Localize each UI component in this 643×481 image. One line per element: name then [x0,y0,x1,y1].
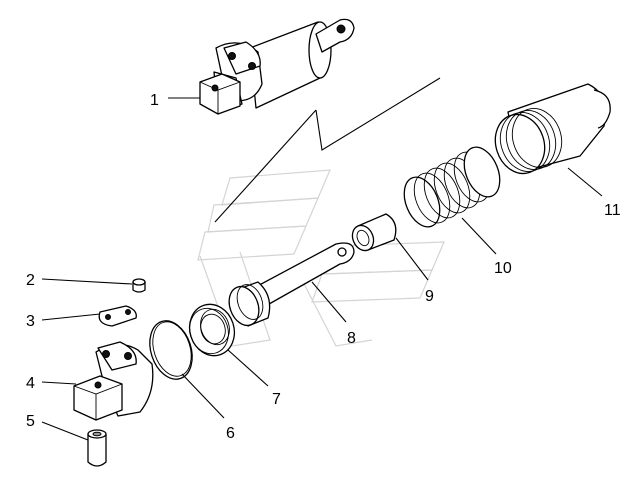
leader-line-6 [181,373,225,419]
part-10-coil-spring [403,146,501,228]
leader-line-8 [311,281,347,323]
leader-line-4 [41,381,77,385]
part-3-link-plate [98,305,137,327]
callout-8: 8 [347,330,356,347]
leader-line-2 [41,278,133,285]
part-4-end-housing [73,341,154,421]
leader-line-10 [461,217,497,255]
callout-9: 9 [425,288,434,305]
part-1-cylinder-assembly [199,18,355,115]
callout-labels: 1 2 3 4 5 6 7 8 9 10 11 [26,92,621,442]
callout-7: 7 [272,391,281,408]
part-11-outer-sleeve [494,83,611,175]
watermark-logo [197,169,445,347]
leader-line-7 [227,349,269,387]
callout-11: 11 [604,202,621,219]
callout-1: 1 [150,92,159,109]
leader-lines [41,97,603,441]
part-5-tube [87,429,107,467]
part-7-seal-ring [188,303,236,357]
leader-line-5 [41,421,89,441]
assembly-guide-line [214,77,441,223]
callout-6: 6 [226,425,235,442]
callout-3: 3 [26,313,35,330]
callout-2: 2 [26,272,35,289]
part-9-bushing [351,213,397,252]
part-6-o-ring [149,320,193,380]
part-8-piston-rod [228,242,355,327]
leader-line-3 [41,313,101,321]
callout-4: 4 [26,375,35,392]
part-2-pin [132,278,146,293]
leader-line-9 [395,237,429,281]
callout-10: 10 [494,260,512,277]
callout-5: 5 [26,413,35,430]
leader-line-11 [567,167,603,197]
